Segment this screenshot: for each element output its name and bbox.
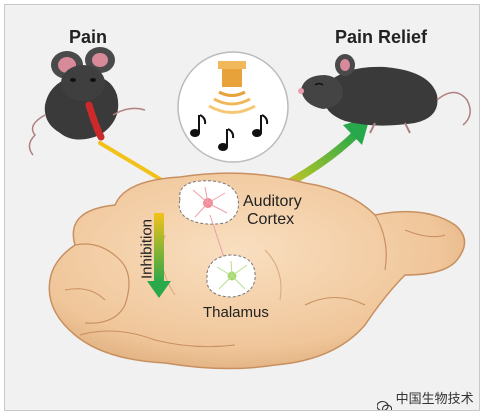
mouse-in-pain-illustration (28, 47, 146, 156)
diagram-canvas (28, 47, 471, 370)
sound-stimulus (177, 51, 289, 163)
music-note-icon (190, 114, 269, 151)
auditory-cortex-label-line1: Auditory (243, 193, 302, 210)
thalamus-label: Thalamus (203, 304, 269, 321)
auditory-cortex-label-line2: Cortex (247, 211, 295, 228)
speaker-icon (208, 61, 256, 114)
watermark-text: 中国生物技术网 (395, 391, 474, 406)
pain-relief-label: Pain Relief (335, 27, 428, 47)
watermark: 中国生物技术网 (377, 388, 479, 410)
figure-frame: Pain Pain Relief Auditory Cortex Thalamu… (4, 4, 480, 411)
auditory-cortex-region (178, 180, 239, 225)
inhibition-label: Inhibition (138, 218, 156, 280)
thalamus-region (206, 254, 256, 298)
pain-label: Pain (69, 27, 108, 47)
mouse-relieved-illustration (298, 54, 471, 134)
pain-pathway-line (98, 141, 172, 187)
wechat-icon (377, 400, 392, 410)
auditory-cortex-label: Auditory Cortex (243, 193, 302, 229)
inhibition-arrow (147, 213, 171, 298)
